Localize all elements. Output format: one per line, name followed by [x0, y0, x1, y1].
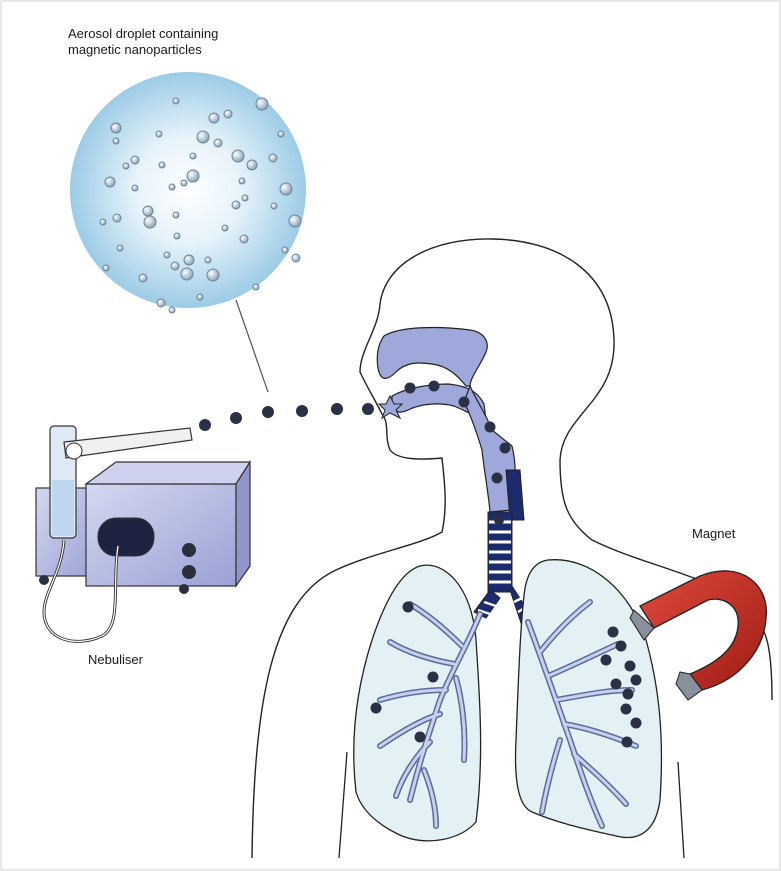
- nebuliser-knob-upper: [182, 543, 196, 557]
- nebuliser-side-panel: [236, 462, 250, 586]
- nasal-cavity: [377, 328, 487, 386]
- aerosol-stream: [199, 403, 374, 431]
- nebuliser-mouthpiece: [64, 428, 192, 458]
- aerosol-label-line2: magnetic nanoparticles: [68, 42, 268, 58]
- right-lung: [516, 560, 662, 838]
- left-lung: [354, 565, 481, 841]
- aerosol-label-line1: Aerosol droplet containing: [68, 26, 268, 42]
- aerosol-droplet-zoom: [70, 72, 306, 313]
- magnet-label: Magnet: [692, 526, 735, 542]
- nebuliser-device: [36, 426, 250, 641]
- body-outline-right-mark: [678, 762, 684, 858]
- aerosol-droplet-label: Aerosol droplet containing magnetic nano…: [68, 26, 268, 58]
- nebuliser-label: Nebuliser: [88, 652, 143, 668]
- nebuliser-tube-end: [66, 443, 82, 459]
- magnet-body: [640, 571, 766, 690]
- nebuliser-liquid: [52, 480, 74, 536]
- nebuliser-window: [98, 518, 154, 556]
- nebuliser-top-panel: [86, 462, 250, 484]
- nebuliser-foot-right: [179, 584, 189, 594]
- zoom-pointer-line: [236, 300, 268, 392]
- nebuliser-foot-left: [39, 575, 49, 585]
- nebuliser-knob-lower: [182, 565, 196, 579]
- body-outline-left-mark: [339, 752, 347, 858]
